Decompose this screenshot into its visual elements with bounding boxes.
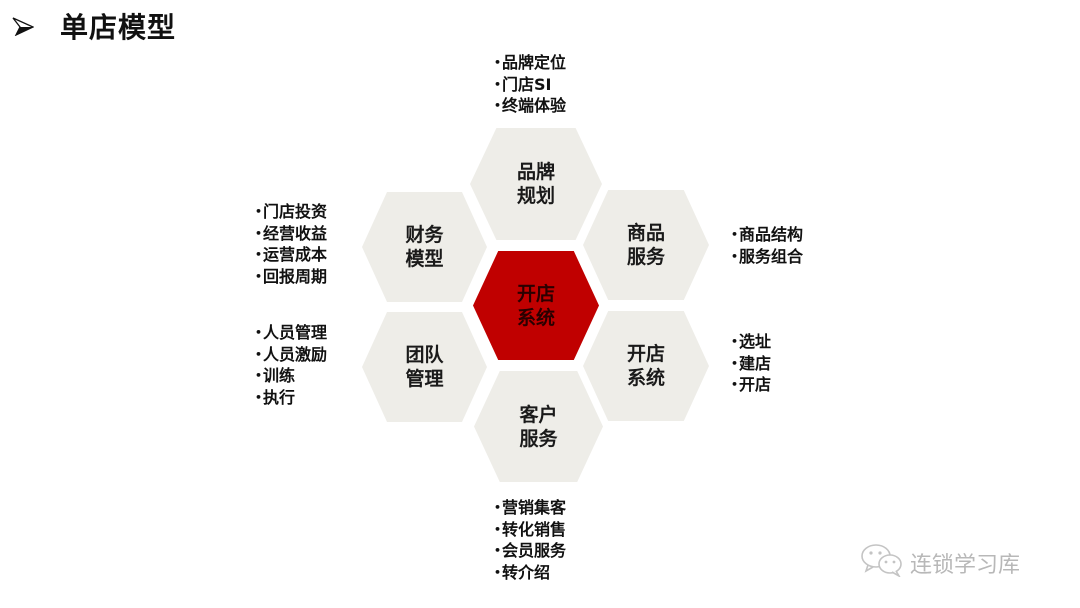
hex-label-line2: 模型	[405, 248, 444, 270]
hex-label-line2: 系统	[626, 367, 665, 389]
hex-team-management: 团队管理	[362, 312, 487, 422]
list-item: 经营收益	[255, 223, 327, 245]
slide-title: 单店模型	[12, 4, 176, 48]
wechat-icon	[860, 543, 910, 583]
list-store-opening-system: 选址 建店 开店	[731, 331, 771, 396]
hex-customer-service: 客户服务	[474, 371, 603, 482]
list-item: 品牌定位	[494, 52, 566, 74]
list-item: 营销集客	[494, 497, 566, 519]
hex-label-line1: 商品	[626, 222, 665, 244]
list-item: 回报周期	[255, 266, 327, 288]
hex-store-opening-system: 开店系统	[583, 311, 709, 421]
hex-label-line1: 财务	[405, 224, 444, 246]
list-item: 建店	[731, 353, 771, 375]
list-item: 门店SI	[494, 74, 566, 96]
list-item: 运营成本	[255, 244, 327, 266]
list-item: 终端体验	[494, 95, 566, 117]
list-item: 门店投资	[255, 201, 327, 223]
hex-label-line1: 团队	[405, 344, 444, 366]
hex-label-line1: 品牌	[516, 161, 555, 183]
hex-store-opening-system-center: 开店系统	[473, 251, 599, 360]
hex-label-line2: 服务	[626, 246, 665, 268]
hex-label-line1: 客户	[519, 403, 558, 426]
list-item: 选址	[731, 331, 771, 353]
watermark: 连锁学习库	[860, 543, 1020, 583]
watermark-text: 连锁学习库	[910, 553, 1021, 578]
hex-label-line2: 管理	[405, 368, 444, 390]
list-brand-planning: 品牌定位 门店SI 终端体验	[494, 52, 566, 117]
list-item: 训练	[255, 365, 327, 387]
list-item: 服务组合	[731, 246, 803, 268]
hex-financial-model: 财务模型	[362, 192, 487, 302]
hex-label-line2: 服务	[519, 427, 558, 450]
list-item: 会员服务	[494, 540, 566, 562]
list-team-management: 人员管理 人员激励 训练 执行	[255, 322, 327, 408]
list-item: 执行	[255, 387, 327, 409]
hex-label-line1: 开店	[626, 343, 665, 365]
hex-brand-planning: 品牌规划	[470, 128, 602, 240]
page-title: 单店模型	[60, 11, 177, 44]
list-item: 人员管理	[255, 322, 327, 344]
list-item: 商品结构	[731, 224, 803, 246]
hex-label-line2: 系统	[516, 306, 555, 329]
list-product-service: 商品结构 服务组合	[731, 224, 803, 267]
list-financial-model: 门店投资 经营收益 运营成本 回报周期	[255, 201, 327, 287]
hex-product-service: 商品服务	[583, 190, 709, 300]
hex-label-line1: 开店	[516, 282, 555, 305]
hex-label-line2: 规划	[516, 185, 555, 207]
arrowhead-bullet-icon	[12, 16, 35, 37]
list-item: 转化销售	[494, 519, 566, 541]
list-item: 开店	[731, 374, 771, 396]
list-customer-service: 营销集客 转化销售 会员服务 转介绍	[494, 497, 566, 583]
list-item: 转介绍	[494, 562, 566, 584]
list-item: 人员激励	[255, 344, 327, 366]
